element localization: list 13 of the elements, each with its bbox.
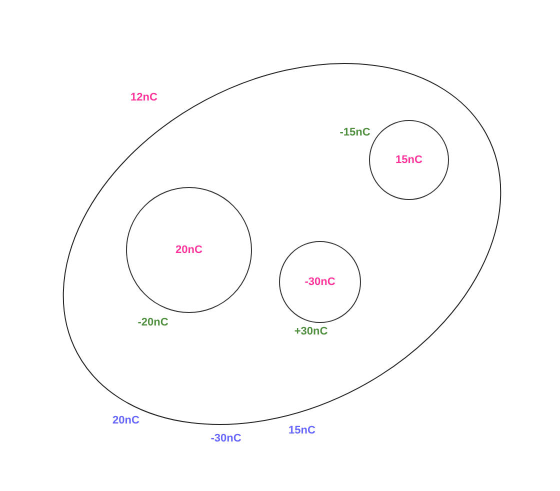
charge-label: -30nC bbox=[210, 434, 242, 444]
induced-charge-label: -15nC bbox=[340, 128, 370, 138]
charge-label: 20nC bbox=[176, 244, 202, 256]
charge-label: -30nC bbox=[304, 276, 336, 288]
cavity-circle bbox=[126, 187, 252, 313]
charge-label: 12nC bbox=[130, 92, 158, 104]
cavity-circle bbox=[369, 120, 449, 200]
induced-charge-label: +30nC bbox=[294, 326, 328, 338]
charge-label: 15nC bbox=[288, 426, 316, 436]
charge-label: 20nC bbox=[112, 416, 140, 426]
charge-label: 15nC bbox=[396, 154, 422, 166]
induced-charge-label: -20nC bbox=[138, 318, 168, 328]
cavity-circle bbox=[279, 241, 361, 323]
